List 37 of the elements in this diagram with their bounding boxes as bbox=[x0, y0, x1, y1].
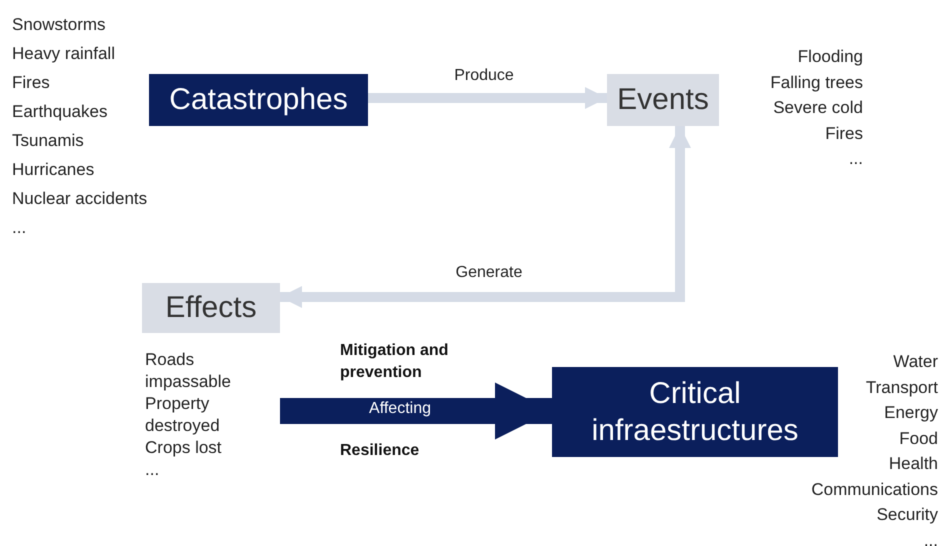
list-item: Tsunamis bbox=[12, 130, 84, 152]
list-item: Heavy rainfall bbox=[12, 43, 115, 65]
edge-label: Affecting bbox=[369, 400, 431, 418]
process-box: Critical infraestructures bbox=[552, 367, 838, 457]
list-item: Security bbox=[876, 504, 938, 526]
list-item: ... bbox=[848, 148, 863, 170]
list-item: Health bbox=[888, 453, 938, 475]
list-item: Flooding bbox=[798, 46, 863, 68]
list-item: Fires bbox=[12, 72, 50, 94]
list-item: ... bbox=[145, 459, 160, 481]
list-item: Transport bbox=[866, 376, 938, 398]
process-box: Catastrophes bbox=[149, 74, 368, 126]
list-item: Property destroyed bbox=[145, 393, 221, 437]
list-item: Crops lost bbox=[145, 437, 222, 459]
list-item: Energy bbox=[884, 402, 938, 424]
arrow bbox=[280, 126, 691, 308]
list-item: Fires bbox=[825, 122, 863, 144]
list-item: Severe cold bbox=[773, 97, 863, 119]
list-item: Hurricanes bbox=[12, 159, 94, 181]
arrow bbox=[368, 87, 607, 109]
list-item: ... bbox=[12, 217, 26, 239]
list-item: Earthquakes bbox=[12, 101, 108, 123]
list-item: Snowstorms bbox=[12, 14, 106, 36]
note-text: Mitigation and prevention bbox=[340, 341, 450, 384]
list-item: Communications bbox=[811, 478, 938, 500]
list-item: Food bbox=[899, 428, 938, 450]
list-item: Falling trees bbox=[770, 72, 863, 94]
list-item: Water bbox=[893, 351, 938, 373]
process-box: Events bbox=[607, 74, 719, 126]
process-box: Effects bbox=[142, 283, 280, 333]
list-item: Nuclear accidents bbox=[12, 188, 148, 210]
list-item: Roads impassable bbox=[145, 349, 232, 393]
arrow bbox=[280, 382, 552, 440]
note-text: Resilience bbox=[340, 441, 420, 461]
edge-label: Generate bbox=[456, 264, 522, 282]
edge-label: Produce bbox=[454, 67, 514, 85]
list-item: ... bbox=[924, 530, 938, 546]
